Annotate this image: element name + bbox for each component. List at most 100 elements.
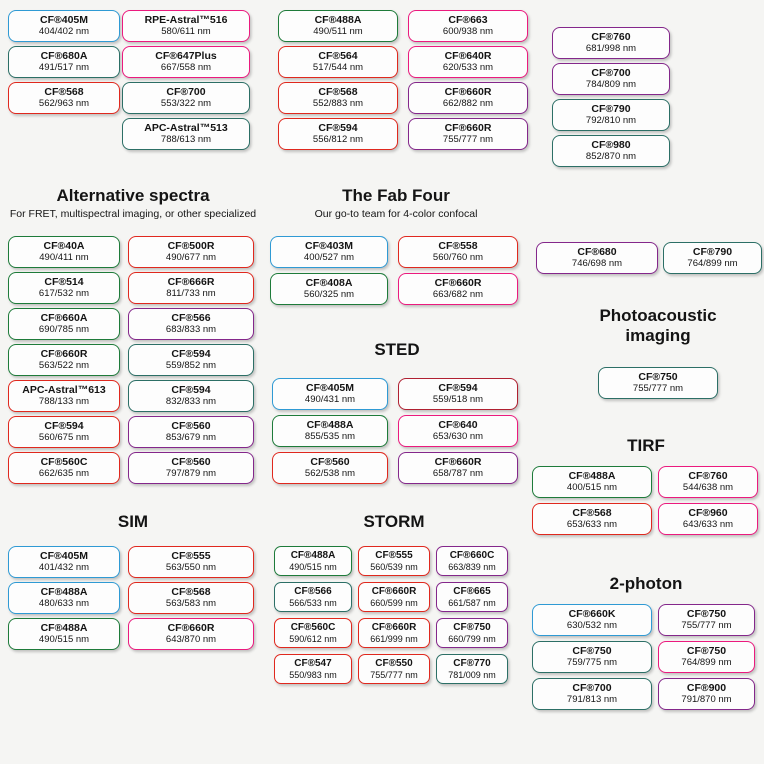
dye-wavelength: 490/515 nm — [289, 562, 337, 573]
dye-wavelength: 643/870 nm — [165, 634, 217, 646]
dye-name: CF®700 — [166, 86, 206, 98]
dye-wavelength: 559/518 nm — [432, 394, 484, 406]
dye-wavelength: 560/539 nm — [370, 562, 418, 573]
dye-name: CF®750 — [638, 370, 678, 383]
dye-name: CF®760 — [688, 470, 728, 483]
dye-name: CF®405M — [40, 14, 88, 26]
dye-wavelength: 755/777 nm — [632, 382, 684, 394]
dye-wavelength: 661/999 nm — [370, 634, 418, 645]
dye-wavelength: 764/899 nm — [687, 258, 738, 270]
dye-wavelength: 681/998 nm — [585, 43, 637, 55]
section-title: TIRF — [627, 436, 665, 455]
dye-name: CF®640 — [438, 419, 478, 432]
dye-wavelength: 560/325 nm — [303, 289, 355, 301]
section-title: SIM — [117, 512, 149, 531]
dye-wavelength: 404/402 nm — [38, 26, 90, 38]
dye-name: CF®660K — [568, 608, 616, 621]
dye-name: CF®568 — [318, 86, 358, 98]
dye-wavelength: 811/733 nm — [166, 288, 216, 300]
section-title: The Fab Four — [342, 186, 450, 205]
section-title: STORM — [363, 512, 425, 531]
dye-wavelength: 784/809 nm — [585, 79, 637, 91]
